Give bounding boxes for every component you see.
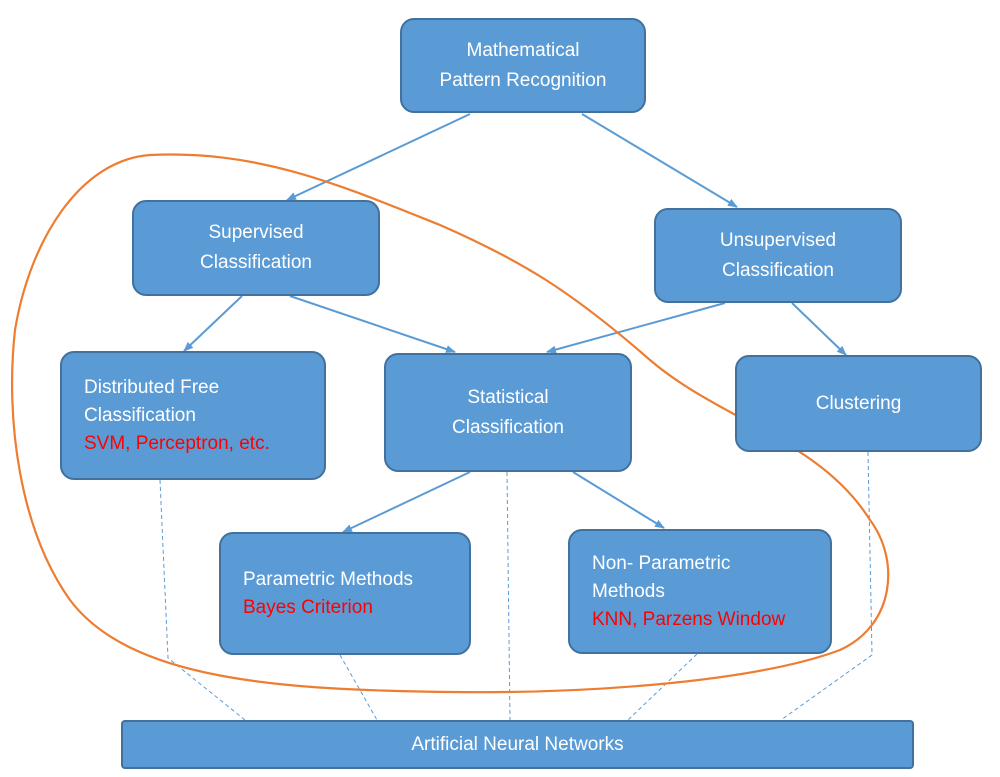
arrow-root-to-unsupervised xyxy=(581,113,738,208)
statistical-classification-box: Statistical Classification xyxy=(384,353,632,472)
dashed-link-parametric-to-ann xyxy=(339,654,378,721)
supervised-line-2: Classification xyxy=(200,252,312,273)
dashed-link-non-parametric-to-ann xyxy=(627,653,698,721)
root-line-2: Pattern Recognition xyxy=(439,69,607,91)
non-parametric-methods-box: Non- Parametric Methods KNN, Parzens Win… xyxy=(568,529,832,654)
distributed-free-classification-box: Distributed Free Classification SVM, Per… xyxy=(60,351,326,480)
statistical-line-1: Statistical xyxy=(467,386,549,408)
dashed-link-distributed-free-to-ann xyxy=(159,479,246,721)
arrow-statistical-to-parametric xyxy=(342,471,471,533)
supervised-classification-box: Supervised Classification xyxy=(132,200,380,296)
arrow-supervised-to-distributed-free xyxy=(183,295,243,352)
statistical-line-2: Classification xyxy=(452,416,564,438)
arrow-supervised-to-statistical xyxy=(289,295,456,353)
artificial-neural-networks-bar: Artificial Neural Networks xyxy=(121,720,914,769)
highlight-loop xyxy=(10,153,890,694)
distributed-free-examples: SVM, Perceptron, etc. xyxy=(84,432,270,454)
parametric-line-1: Parametric Methods xyxy=(243,568,414,590)
dashed-link-clustering-to-ann xyxy=(780,451,873,721)
dashed-link-statistical-to-ann xyxy=(506,471,511,721)
ann-label: Artificial Neural Networks xyxy=(411,733,624,755)
supervised-line-1: Supervised xyxy=(208,222,304,243)
non-parametric-line-1: Non- Parametric xyxy=(592,552,731,574)
parametric-methods-box: Parametric Methods Bayes Criterion xyxy=(219,532,471,655)
non-parametric-line-2: Methods xyxy=(592,580,665,602)
parametric-examples: Bayes Criterion xyxy=(243,596,373,618)
unsupervised-line-2: Classification xyxy=(722,259,834,281)
unsupervised-line-1: Unsupervised xyxy=(719,229,837,251)
root-line-1: Mathematical xyxy=(466,39,580,61)
clustering-label: Clustering xyxy=(815,392,902,414)
distributed-free-line-1: Distributed Free xyxy=(84,376,220,398)
arrow-unsupervised-to-clustering xyxy=(791,302,847,356)
distributed-free-line-2: Classification xyxy=(84,404,196,426)
arrow-statistical-to-non-parametric xyxy=(572,471,665,529)
mathematical-pattern-recognition-box: Mathematical Pattern Recognition xyxy=(400,18,646,113)
clustering-box: Clustering xyxy=(735,355,982,452)
arrow-root-to-supervised xyxy=(286,113,471,201)
unsupervised-classification-box: Unsupervised Classification xyxy=(654,208,902,303)
non-parametric-examples: KNN, Parzens Window xyxy=(592,608,786,630)
arrow-unsupervised-to-statistical xyxy=(546,302,726,354)
